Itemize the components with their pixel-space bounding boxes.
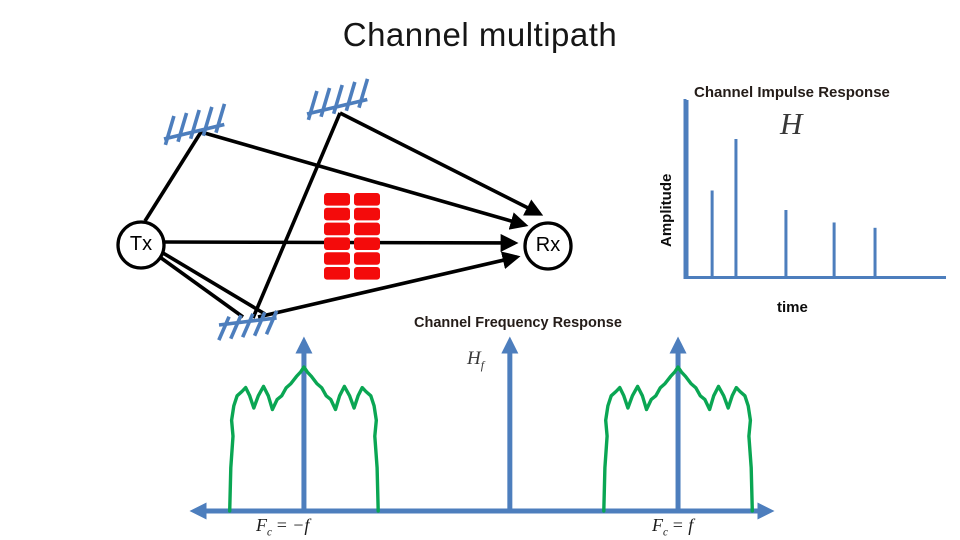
fc-pos-rest: = f <box>671 515 694 535</box>
page-title: Channel multipath <box>342 16 618 53</box>
reflector-icon-2 <box>306 78 370 121</box>
impulse-chart <box>683 99 946 279</box>
frequency-chart <box>189 336 775 520</box>
frequency-y-axis-label: Hf <box>467 348 484 373</box>
carrier-label-neg: Fc = −f <box>256 515 309 539</box>
fc-neg-base: F <box>256 515 267 535</box>
hf-sub: f <box>480 358 485 372</box>
impulse-annotation-h: H <box>780 106 803 141</box>
frequency-spectra <box>228 365 754 513</box>
tx-node <box>116 220 166 270</box>
fc-pos-base: F <box>652 515 663 535</box>
fc-neg-sub: c <box>267 526 272 539</box>
rx-node <box>523 221 573 271</box>
frequency-carrier-arrows <box>295 336 687 509</box>
carrier-label-pos: Fc = f <box>652 515 693 539</box>
impulse-stems <box>685 100 877 278</box>
rx-label: Rx <box>535 234 561 256</box>
building-icon <box>324 193 380 280</box>
hf-base: H <box>467 348 481 369</box>
fc-neg-rest: = −f <box>275 515 310 535</box>
reflector-icon-1 <box>163 103 227 146</box>
reflector-icon-3 <box>217 310 279 341</box>
frequency-chart-title: Channel Frequency Response <box>414 315 622 331</box>
impulse-chart-title: Channel Impulse Response <box>694 84 890 101</box>
multipath-rays <box>143 111 544 319</box>
impulse-y-axis-label: Amplitude <box>658 173 675 247</box>
tx-label: Tx <box>129 233 153 255</box>
impulse-x-axis-label: time <box>777 299 808 316</box>
fc-pos-sub: c <box>663 526 668 539</box>
